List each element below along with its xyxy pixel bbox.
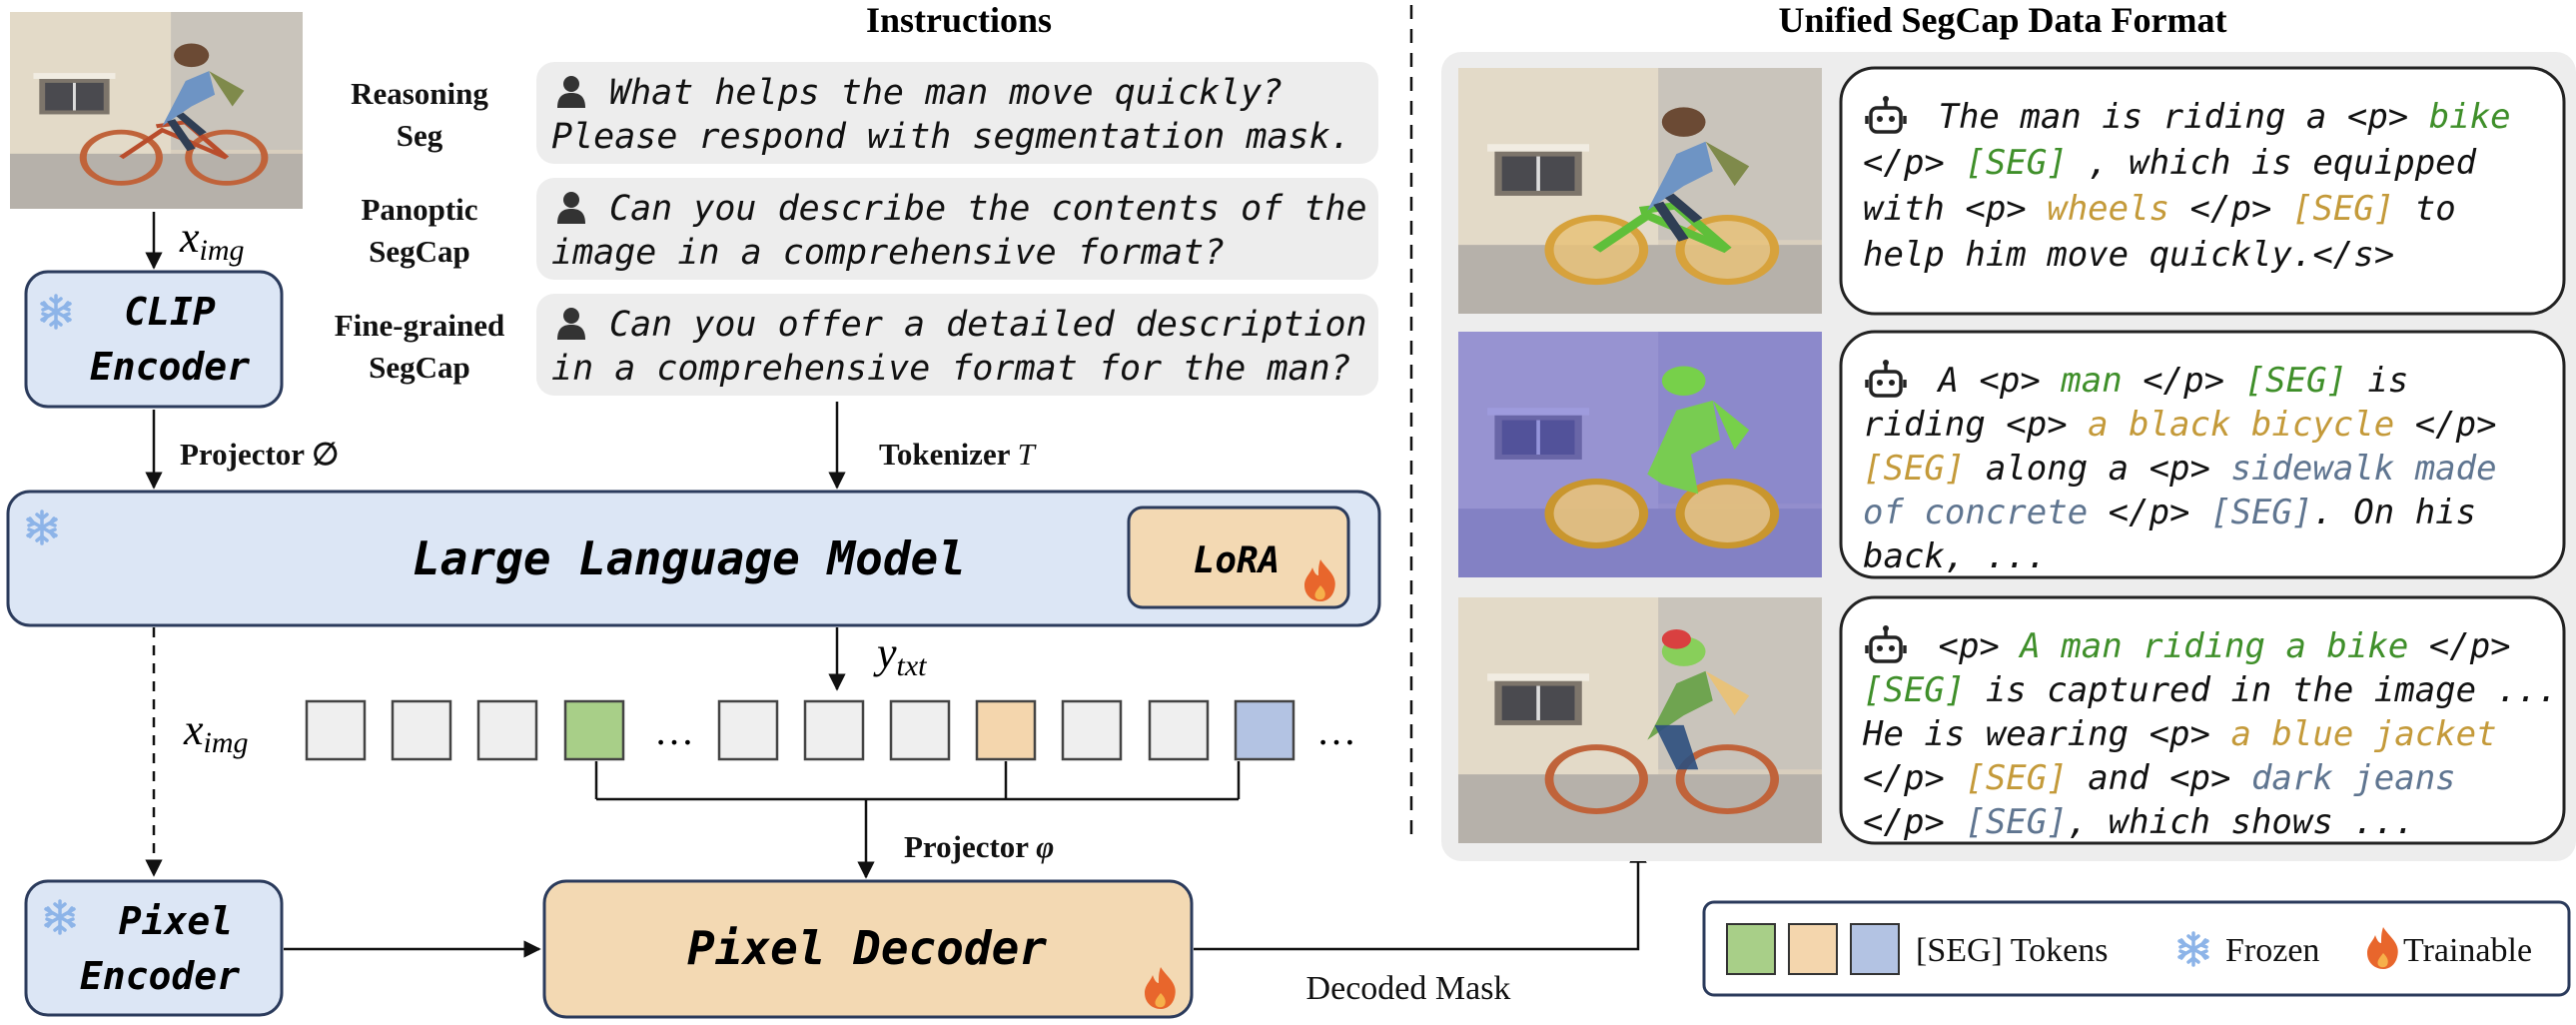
projector-o-label: Projector ∅ (180, 437, 339, 472)
legend-swatch-blue (1850, 923, 1900, 975)
example-image-2 (1458, 332, 1822, 577)
clip-encoder: CLIP Encoder (24, 270, 284, 409)
token-gray (889, 699, 951, 761)
response-line: help him move quickly.</s> (1863, 235, 2394, 275)
segcap-examples (1458, 68, 1822, 843)
clip-label-2: Encoder (90, 345, 250, 389)
response-bubbles: The man is riding a <p> bike </p> [SEG] ,… (1839, 66, 2566, 845)
instruction-text: image in a comprehensive format? (551, 233, 1225, 273)
token-gray (305, 699, 367, 761)
llm-label: Large Language Model (413, 531, 966, 585)
pixel-encoder-label-2: Encoder (80, 954, 240, 998)
response-line: </p> [SEG] , which is equipped (1863, 143, 2477, 183)
instruction-text: Can you describe the contents of the (609, 189, 1367, 229)
legend-trainable: Trainable (2403, 932, 2532, 969)
response-bubble: The man is riding a <p> bike </p> [SEG] ,… (1839, 66, 2566, 316)
x-img-row-label: ximg (183, 705, 249, 759)
token-sequence (305, 699, 1295, 761)
response-bubble: <p> A man riding a bike </p>[SEG] is cap… (1839, 595, 2566, 845)
instruction-bubble (536, 62, 1378, 164)
response-line: riding <p> a black bicycle </p> (1863, 405, 2497, 445)
response-line: of concrete </p> [SEG]. On his (1863, 493, 2476, 532)
y-txt-label: ytxt (873, 628, 927, 682)
response-line: A <p> man </p> [SEG] is (1918, 361, 2408, 401)
clip-label-1: CLIP (124, 290, 216, 334)
pixel-encoder: Pixel Encoder (24, 879, 284, 1017)
token-gray (717, 699, 779, 761)
x-img-top-label: ximg (179, 213, 245, 267)
legend: [SEG] Tokens Frozen Trainable (1702, 900, 2571, 997)
tokenizer-label: Tokenizer T (879, 437, 1038, 472)
task-label: Seg (397, 118, 443, 153)
legend-swatch-green (1726, 923, 1776, 975)
token-gray (391, 699, 452, 761)
ellipsis-end: … (1316, 708, 1356, 753)
example-image-3 (1458, 597, 1822, 843)
response-line: back, ... (1863, 536, 2047, 576)
token-tan (975, 699, 1037, 761)
legend-seg-tokens: [SEG] Tokens (1916, 932, 2108, 969)
lora-module: LoRA (1127, 506, 1350, 609)
response-line: He is wearing <p> a blue jacket (1862, 714, 2497, 754)
decoded-mask-label: Decoded Mask (1306, 970, 1511, 1007)
seg-token-connector (594, 761, 1241, 879)
data-format-header: Unified SegCap Data Format (1779, 0, 2227, 40)
arrow-decoded-mask (1194, 845, 1647, 951)
task-label: SegCap (369, 350, 470, 385)
example-image-1 (1458, 68, 1822, 314)
pixel-decoder: Pixel Decoder (542, 879, 1194, 1019)
instruction-text: Can you offer a detailed description (609, 305, 1367, 345)
token-gray (1148, 699, 1210, 761)
task-label: Fine-grained (335, 308, 505, 343)
token-gray (476, 699, 538, 761)
instruction-text: in a comprehensive format for the man? (551, 349, 1351, 389)
response-line: with <p> wheels </p> [SEG] to (1863, 189, 2456, 229)
response-line: </p> [SEG] and <p> dark jeans (1863, 758, 2456, 798)
instructions-header: Instructions (866, 0, 1052, 40)
task-label: Reasoning (351, 76, 488, 111)
pixel-decoder-label: Pixel Decoder (687, 921, 1047, 975)
instruction-bubble (536, 294, 1378, 396)
instruction-text: Please respond with segmentation mask. (551, 117, 1351, 157)
instruction-bubble (536, 178, 1378, 280)
ellipsis-mid: … (654, 708, 694, 753)
token-blue (1234, 699, 1295, 761)
legend-frozen: Frozen (2225, 932, 2319, 969)
large-language-model: Large Language Model LoRA (6, 490, 1381, 627)
token-gray (803, 699, 865, 761)
response-line: [SEG] is captured in the image ... (1863, 670, 2558, 710)
response-line: The man is riding a <p> bike (1918, 97, 2511, 137)
input-image (10, 12, 303, 209)
projector-phi-label: Projector φ (904, 829, 1054, 864)
legend-swatch-tan (1788, 923, 1838, 975)
response-line: </p> [SEG], which shows ... (1863, 802, 2415, 842)
task-label: Panoptic (361, 192, 477, 227)
pixel-encoder-label-1: Pixel (119, 899, 233, 943)
response-line: [SEG] along a <p> sidewalk made (1863, 449, 2497, 489)
token-green (563, 699, 625, 761)
token-gray (1061, 699, 1123, 761)
response-line: <p> A man riding a bike </p> (1918, 626, 2511, 666)
instruction-text: What helps the man move quickly? (609, 73, 1283, 113)
task-label: SegCap (369, 234, 470, 269)
lora-label: LoRA (1194, 540, 1281, 581)
